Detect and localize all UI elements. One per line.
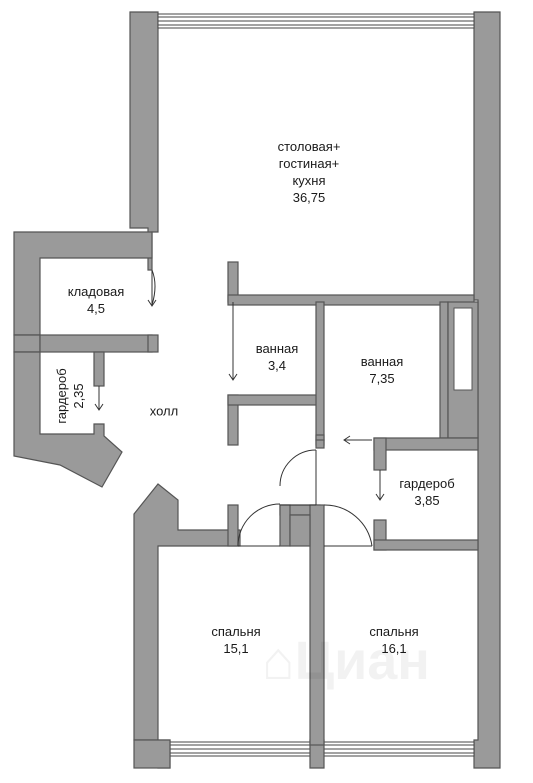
room-bath2-label: ванная 7,35	[361, 353, 404, 387]
watermark-text: Циан	[294, 631, 430, 691]
room-wardrobe-area: 3,85	[414, 493, 440, 508]
room-hall-label: холл	[150, 403, 178, 420]
room-living-label: столовая+ гостиная+ кухня 36,75	[278, 138, 341, 206]
room-storage-area: 4,5	[86, 301, 106, 316]
watermark: ⌂Циан	[262, 630, 430, 692]
shaft	[453, 307, 473, 391]
bottom-wall-left-corner	[133, 739, 171, 769]
room-bath1-label: ванная 3,4	[256, 340, 299, 374]
outer-walls	[13, 11, 501, 769]
room-wardrobe-small-name: гардероб	[54, 368, 69, 424]
bottom-window-left	[169, 741, 311, 757]
room-storage-label: кладовая 4,5	[68, 283, 125, 317]
room-bath1-area: 3,4	[267, 358, 287, 373]
room-wardrobe-label: гардероб 3,85	[399, 475, 454, 509]
interior-walls	[39, 261, 479, 746]
room-bedroom1-label: спальня 15,1	[211, 623, 260, 657]
room-hall-name: холл	[149, 403, 179, 419]
room-bedroom1-name: спальня	[211, 624, 261, 639]
room-bath1-name: ванная	[255, 341, 299, 356]
room-storage-name: кладовая	[67, 284, 125, 299]
room-wardrobe-small-area: 2,35	[71, 383, 86, 409]
room-bedroom2-name: спальня	[369, 624, 419, 639]
doors	[94, 269, 385, 547]
room-living-name: столовая+ гостиная+ кухня	[277, 139, 341, 188]
room-bath2-name: ванная	[360, 354, 404, 369]
bottom-window-right	[323, 741, 475, 757]
room-living-area: 36,75	[292, 190, 326, 205]
top-window	[157, 13, 475, 29]
room-bedroom1-area: 15,1	[223, 641, 249, 656]
room-bath2-area: 7,35	[369, 371, 395, 386]
room-bedroom2-area: 16,1	[381, 641, 407, 656]
room-bedroom2-label: спальня 16,1	[369, 623, 418, 657]
room-wardrobe-small-label: гардероб 2,35	[53, 368, 87, 423]
room-wardrobe-name: гардероб	[399, 476, 455, 491]
cian-logo-icon: ⌂	[262, 631, 295, 691]
